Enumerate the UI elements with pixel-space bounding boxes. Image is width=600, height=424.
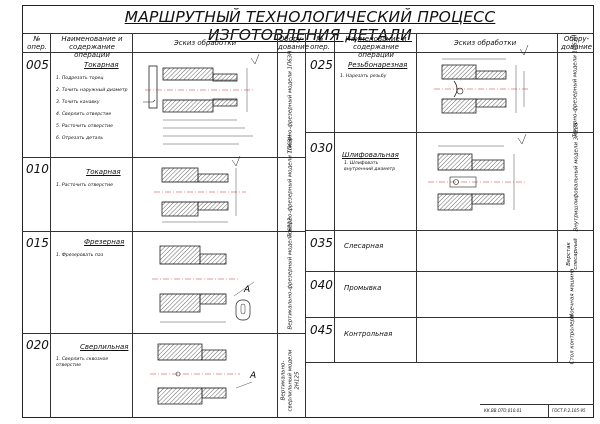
row-line-left-1	[22, 157, 305, 158]
row-line-right-3	[305, 271, 594, 272]
op-step: 3. Точить канавку	[56, 100, 100, 105]
header-equip-left: Обору- дование	[278, 35, 309, 51]
op-number: 025	[310, 58, 333, 72]
op-step: 1. Подрезать торец	[56, 76, 104, 81]
op-step: 1. Фрезеровать паз	[56, 253, 104, 258]
op-name: Фрезерная	[84, 238, 125, 246]
op-equipment: Вертикально- сверлильный модели 2Н125	[280, 349, 301, 412]
row-line-left-3	[22, 333, 305, 334]
op-step: 5. Расточить отверстие	[56, 124, 113, 129]
op-step: 6. Отрезать деталь	[56, 136, 104, 141]
op-name: Контрольная	[344, 330, 393, 338]
sketch-op005	[143, 53, 260, 145]
op-number: 020	[26, 338, 49, 352]
op-number: 030	[310, 141, 333, 155]
op-step: 1. Нарезать резьбу	[340, 74, 387, 79]
op-step: 1. Шлифовать внутренний диаметр	[344, 161, 396, 172]
op-number: 010	[26, 162, 49, 176]
row-line-right-2	[305, 230, 594, 231]
op-number: 005	[26, 58, 49, 72]
header-num-left: № опер.	[27, 35, 47, 51]
sketch-op015: A	[152, 245, 255, 323]
op-number: 035	[310, 236, 333, 250]
col-line-l3	[277, 33, 278, 418]
op-name: Слесарная	[344, 242, 384, 250]
op-name: Токарная	[84, 61, 119, 69]
op-name: Резьбонарезная	[348, 61, 408, 69]
stamp-doc: ГОСТ.Р.2.105-95	[552, 408, 586, 413]
stamp-code: КК.ВВ.ОТО.010.01	[484, 408, 522, 413]
op-number: 040	[310, 278, 333, 292]
row-line-right-5	[305, 362, 594, 363]
row-line-right-4	[305, 317, 594, 318]
row-line-left-2	[22, 231, 305, 232]
drawing-frame	[22, 5, 594, 418]
header-name-left: Наименование и содержание операции	[61, 35, 123, 59]
svg-text:A: A	[249, 371, 256, 381]
col-line-l2	[132, 33, 133, 418]
col-line-r2	[416, 33, 417, 363]
col-line-r1	[334, 33, 335, 363]
svg-text:A: A	[243, 285, 250, 295]
op-step: 2. Точить наружный диаметр	[56, 88, 128, 93]
col-line-l1	[50, 33, 51, 418]
header-sketch-left: Эскиз обработки	[173, 39, 237, 47]
row-line-right-1	[305, 132, 594, 133]
op-name: Шлифовальная	[342, 151, 399, 159]
sketch-op010	[154, 155, 246, 223]
stamp-divider	[548, 404, 549, 418]
op-number: 015	[26, 236, 49, 250]
op-equipment: Вертикально-фрезерный модели 6Р12	[287, 217, 294, 330]
header-sketch-right: Эскиз обработки	[453, 39, 517, 47]
op-number: 045	[310, 323, 333, 337]
sketch-op020: A	[150, 343, 256, 405]
page-title: МАРШРУТНЫЙ ТЕХНОЛОГИЧЕСКИЙ ПРОЦЕСС ИЗГОТ…	[124, 8, 496, 44]
op-name: Промывка	[344, 284, 382, 292]
header-name-right: Наименование и содержание операции	[345, 35, 407, 59]
op-name: Сверлильная	[80, 343, 129, 351]
header-num-right: № опер.	[310, 35, 330, 51]
col-line-mid	[305, 33, 306, 418]
op-equipment: Внутришлифовальный модели 3К228	[573, 122, 580, 232]
op-step: 1. Расточить отверстие	[56, 183, 113, 188]
col-line-r3	[557, 33, 558, 363]
sketch-op025	[434, 44, 529, 114]
header-top-line	[22, 33, 594, 34]
header-bottom-line	[22, 52, 594, 53]
op-name: Токарная	[86, 168, 121, 176]
stamp-line	[480, 404, 594, 405]
op-equipment: Стол контролера	[569, 314, 576, 365]
op-step: 1. Сверлить сквозное отверстие	[56, 357, 109, 368]
sketch-op030	[428, 133, 527, 211]
op-equipment: Моечная машина	[569, 268, 576, 319]
header-equip-right: Обору- дование	[561, 35, 592, 51]
op-step: 4. Сверлить отверстие	[56, 112, 112, 117]
